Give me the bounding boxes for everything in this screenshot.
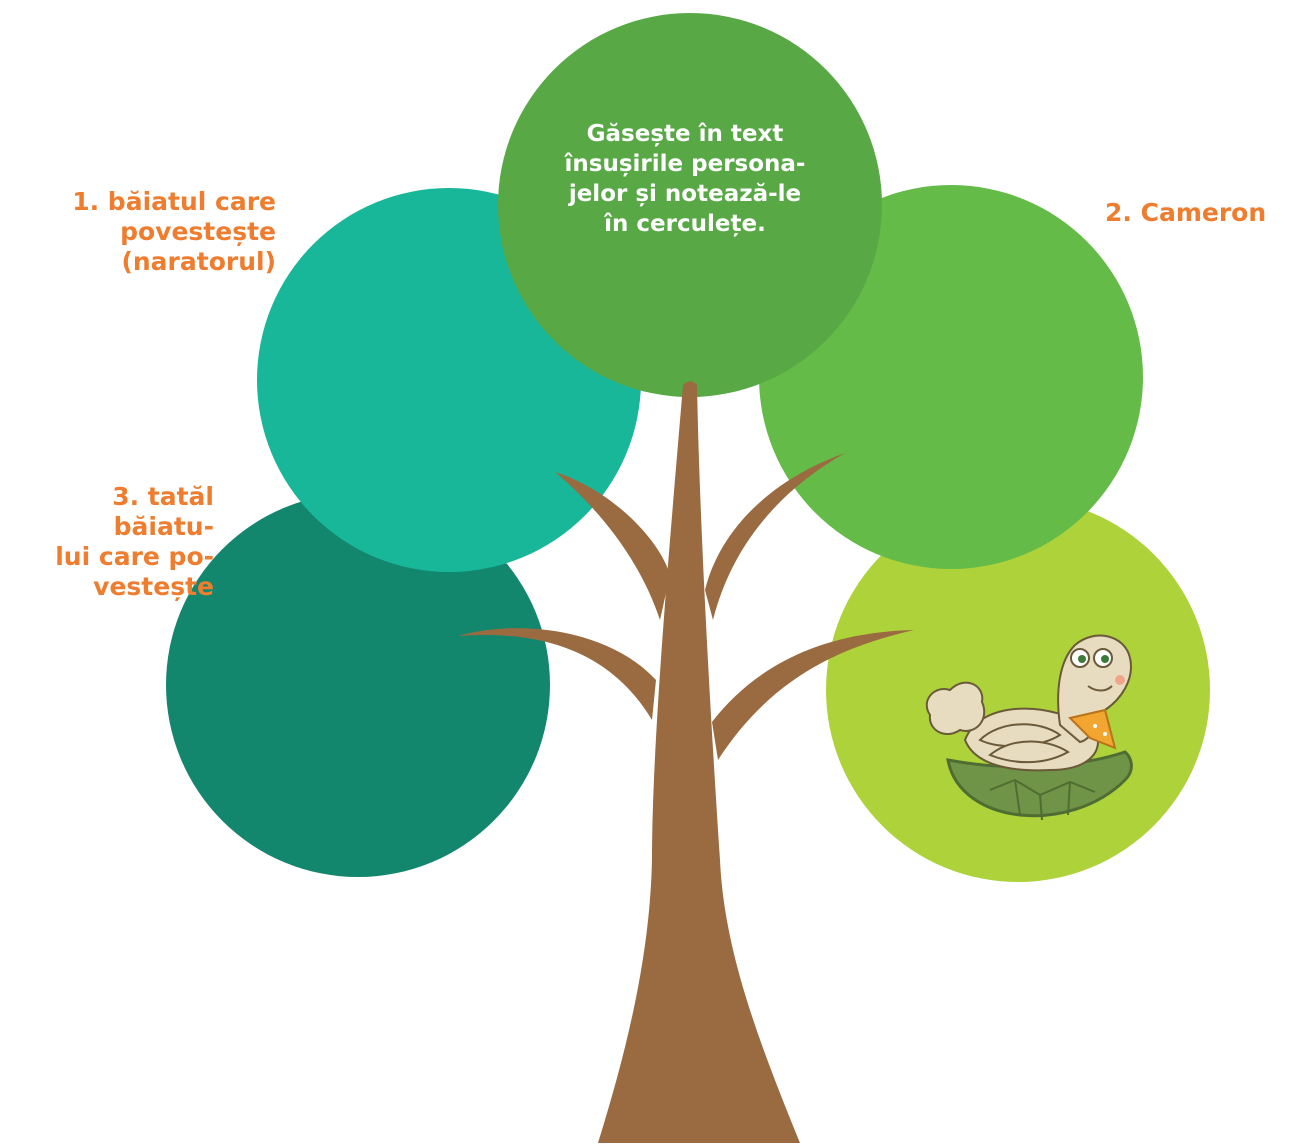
turtle-lying-on-shell-icon (925, 634, 1133, 821)
instruction-line: jelor și notează-le (568, 181, 802, 207)
character-label-line: 2. Cameron (1105, 198, 1267, 227)
character-label-line: (naratorul) (121, 247, 276, 276)
instruction-line: însușirile persona- (564, 151, 806, 177)
character-label-line: lui care po- (55, 542, 214, 571)
instruction-line: în cerculețe. (604, 211, 766, 237)
character-label-line: vestește (93, 572, 214, 601)
character-label-line: 1. băiatul care (72, 187, 276, 216)
character-label-2: 2. Cameron (1105, 198, 1285, 228)
character-label-3: 3. tatăl băiatu- lui care po- vestește (4, 482, 214, 602)
tree-trunk (458, 381, 914, 1143)
circle-character-3 (166, 493, 550, 877)
instruction-text: Găsește în text însușirile persona- jelo… (515, 119, 855, 239)
character-label-line: 3. tatăl băiatu- (112, 482, 214, 541)
character-label-1: 1. băiatul care povestește (naratorul) (40, 187, 276, 277)
circle-instruction (498, 13, 882, 397)
character-label-line: povestește (120, 217, 276, 246)
instruction-line: Găsește în text (586, 121, 784, 147)
